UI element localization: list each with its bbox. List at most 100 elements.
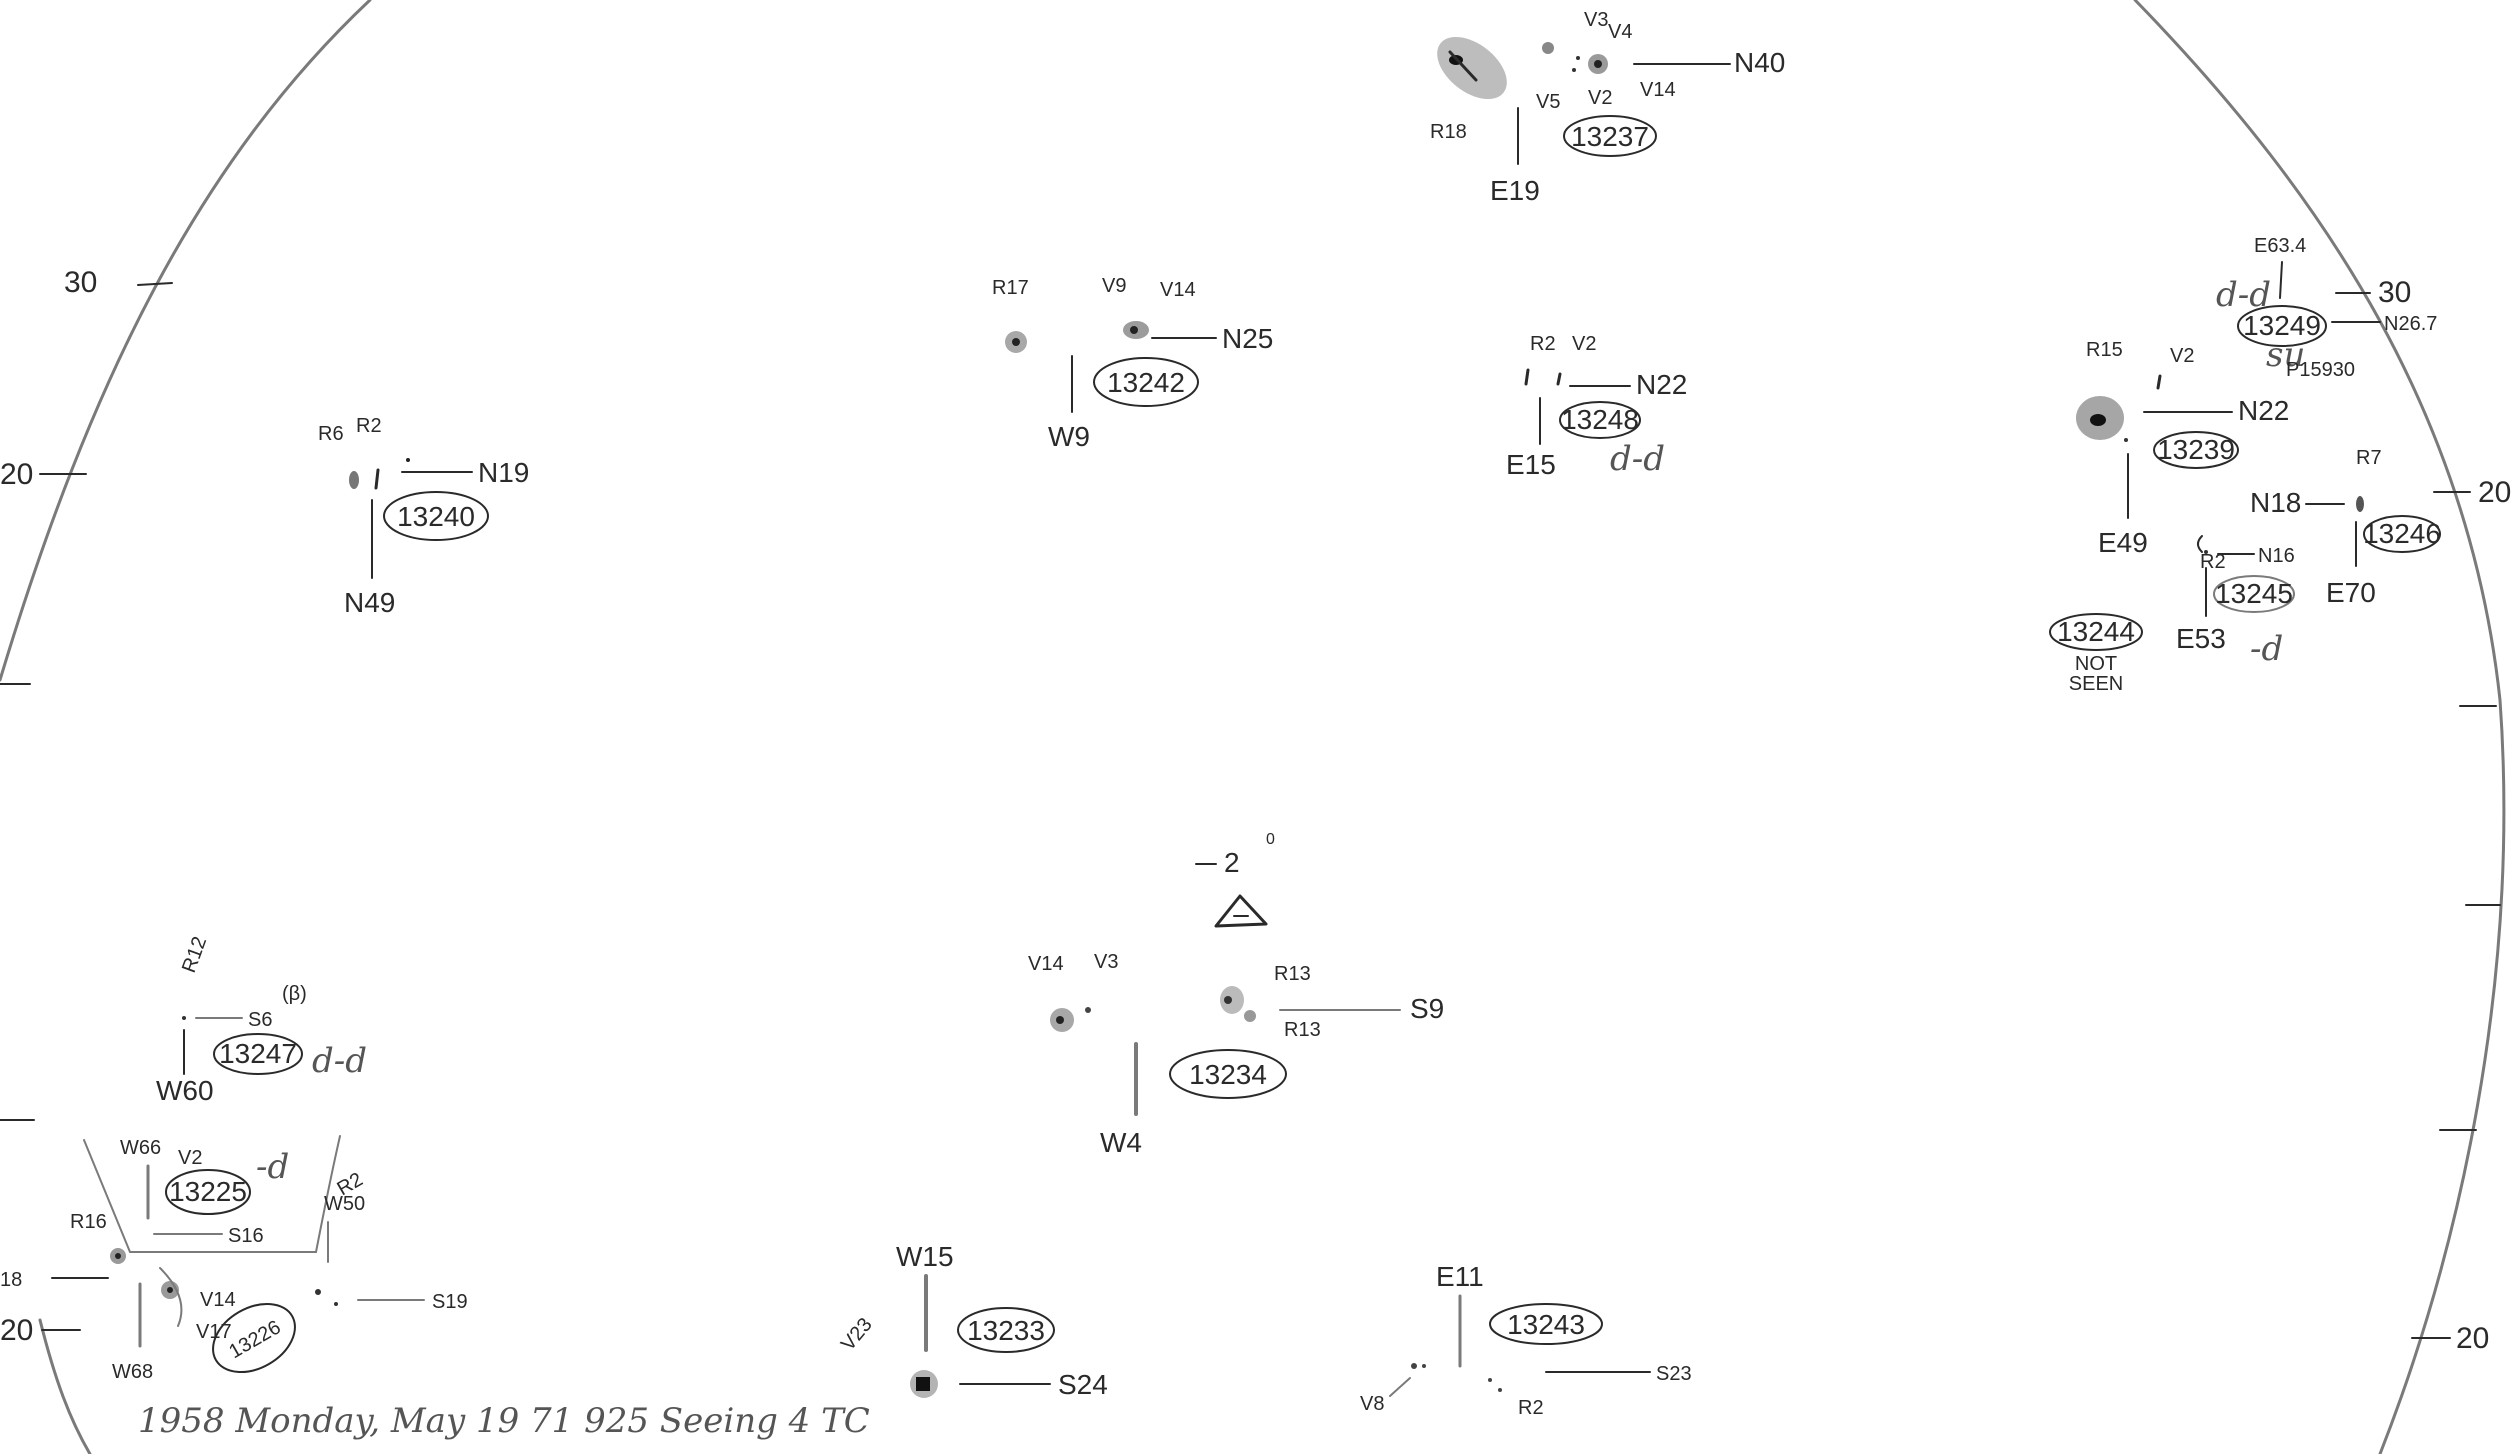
sunspot-group-13242: N25 W9 13242 R17 V9 V14 (992, 275, 1273, 452)
latitude-label: S24 (1058, 1369, 1108, 1400)
sunspot-umbra (1594, 60, 1602, 68)
tick-label-30-left: 30 (64, 266, 97, 299)
spot-label: V14 (1160, 279, 1196, 301)
region-number: 13234 (1189, 1059, 1267, 1090)
plate-label: P15930 (2286, 359, 2355, 381)
sunspot-umbra (916, 1377, 930, 1391)
longitude-label: W60 (156, 1075, 214, 1106)
classification-label: d-d (1610, 439, 1665, 479)
longitude-label: E19 (1490, 175, 1540, 206)
spot-label: V14 (1640, 79, 1676, 101)
classification-label: -d (256, 1147, 289, 1187)
solar-limb-right (2133, 0, 2506, 1454)
spot-label: V2 (1588, 87, 1612, 109)
longitude-label: E15 (1506, 449, 1556, 480)
region-number: 13246 (2363, 518, 2441, 549)
sunspot-group-13247: R12 S6 (β) W60 13247 d-d (156, 934, 367, 1106)
region-number-oval (1559, 401, 1641, 439)
latitude-label: N16 (2258, 545, 2295, 567)
spot-label: R16 (70, 1211, 107, 1233)
longitude-label: E53 (2176, 623, 2226, 654)
latitude-label: S19 (432, 1291, 468, 1313)
sunspot-small (1542, 42, 1554, 54)
sunspot-group-s19: W50 R2 S19 (315, 1168, 468, 1313)
sunspot-group-13245: R2 N16 E53 13245 -d (2176, 535, 2295, 669)
spot-label: V2 (2170, 345, 2194, 367)
region-number: 13233 (967, 1315, 1045, 1346)
spot-label: V14 (200, 1289, 236, 1311)
sunspot-group-13244: 13244 NOT SEEN (2049, 613, 2143, 695)
spot-label: R2 (1530, 333, 1556, 355)
spot-label: V3 (1094, 951, 1118, 973)
sunspot-umbra (1056, 1016, 1064, 1024)
longitude-label: E11 (1436, 1261, 1484, 1292)
spot-label: R13 (1284, 1019, 1321, 1041)
longitude-label: W68 (112, 1361, 153, 1383)
region-number-oval (212, 1302, 296, 1374)
longitude-label: W66 (120, 1137, 161, 1159)
region-number: 13248 (1561, 404, 1639, 435)
longitude-label: N49 (344, 587, 395, 618)
orientation-superscript: 0 (1266, 831, 1275, 848)
sunspot-mark (374, 468, 380, 490)
sunspot-mark (1524, 368, 1530, 386)
sunspot-group-13243: E11 13243 V8 R2 S23 (1360, 1261, 1692, 1419)
sunspot-group-13248: N22 E15 13248 R2 V2 d-d (1506, 333, 1687, 480)
latitude-label: S23 (1656, 1363, 1692, 1385)
sunspot-umbra (167, 1287, 173, 1293)
sunspot-group-13225: W66 V2 13225 -d S16 R16 (70, 1135, 341, 1264)
latitude-label: S6 (248, 1009, 272, 1031)
tick-label-20-right: 20 (2478, 476, 2511, 509)
region-number-oval (1093, 357, 1199, 407)
triangle-marker (1214, 894, 1268, 928)
region-number: 13242 (1107, 367, 1185, 398)
spot-label: V2 (178, 1147, 202, 1169)
sunspot-group-13233: W15 13233 V23 S24 (837, 1241, 1108, 1400)
region-number-oval (957, 1307, 1055, 1353)
classification-label: -d (2250, 629, 2283, 669)
beta-label: (β) (282, 983, 307, 1005)
sunspot-group-13234: S9 W4 13234 R13 R13 V14 V3 (1028, 951, 1444, 1158)
observation-footer: 1958 Monday, May 19 71 925 Seeing 4 TC (138, 1401, 870, 1441)
sunspot-group-13246: R7 N18 E70 13246 (2250, 447, 2441, 608)
tick-label-20-bottom-left: 20 (0, 1314, 33, 1347)
region-number-oval (2237, 305, 2327, 347)
sunspot-mark (349, 471, 359, 489)
region-number: 13244 (2057, 616, 2135, 647)
latitude-label: N19 (478, 457, 529, 488)
longitude-label: W50 (324, 1193, 365, 1215)
region-number-oval (2213, 575, 2295, 613)
latitude-label: 18 (0, 1269, 22, 1291)
tick-label-20-left: 20 (0, 458, 33, 491)
latitude-label: S9 (1410, 993, 1444, 1024)
spot-label: V8 (1360, 1393, 1384, 1415)
latitude-label: S16 (228, 1225, 264, 1247)
latitude-label: N26.7 (2384, 313, 2437, 335)
sunspot-group-13237: N40 E19 13237 R18 V3 V4 V5 V2 V14 (1430, 9, 1785, 206)
spot-label: V9 (1102, 275, 1126, 297)
longitude-label: E49 (2098, 527, 2148, 558)
spot-label: R17 (992, 277, 1029, 299)
note-label: SEEN (2069, 673, 2123, 695)
spot-label: V14 (1028, 953, 1064, 975)
spot-label: R2 (1518, 1397, 1544, 1419)
region-number: 13249 (2243, 310, 2321, 341)
spot-label: V3 (1584, 9, 1608, 31)
spot-label: R13 (1274, 963, 1311, 985)
sunspot-group-13240: N19 N49 13240 R6 R2 (318, 415, 529, 618)
longitude-label: W4 (1100, 1127, 1142, 1158)
sunspot-umbra (115, 1253, 121, 1259)
region-number: 13243 (1507, 1309, 1585, 1340)
group-outline (83, 1135, 341, 1253)
solar-limb-left (0, 0, 372, 682)
spot-label: V4 (1608, 21, 1632, 43)
sunspot-umbra (2090, 414, 2106, 426)
solar-limb-bottom-left (38, 1318, 92, 1454)
longitude-label: E63.4 (2254, 235, 2306, 257)
latitude-label: N18 (2250, 487, 2301, 518)
region-number-oval (2363, 515, 2441, 553)
longitude-label: W15 (896, 1241, 954, 1272)
latitude-label: N40 (1734, 47, 1785, 78)
orientation-marker: 2 0 (1195, 831, 1275, 928)
